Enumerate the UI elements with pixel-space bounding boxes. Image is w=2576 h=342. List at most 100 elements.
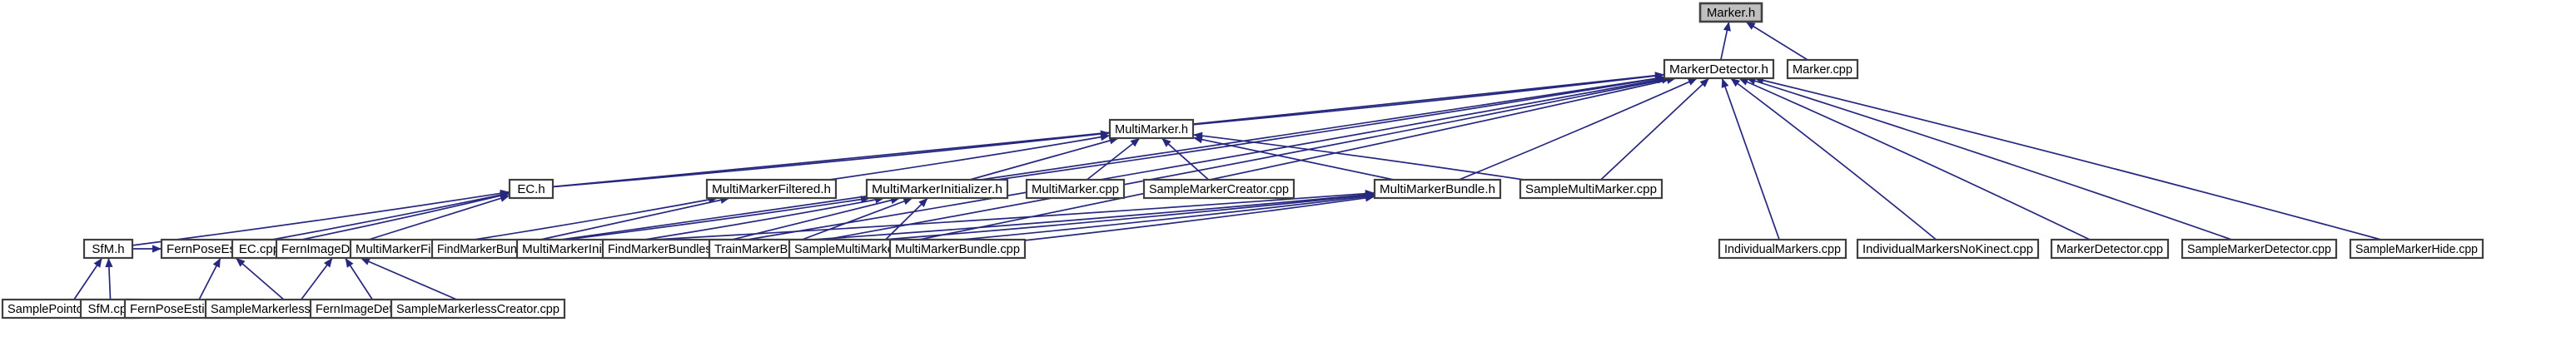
graph-edge (1729, 77, 1937, 240)
graph-edge (969, 137, 1119, 181)
graph-edge (1192, 133, 1524, 181)
graph-node[interactable]: Marker.cpp (1786, 58, 1859, 80)
edge-arrowhead (1745, 22, 1756, 30)
graph-node[interactable]: IndividualMarkers.cpp (1718, 238, 1847, 260)
edge-arrowhead (1746, 77, 1757, 85)
edge-arrowhead (1365, 194, 1375, 202)
graph-node[interactable]: SampleMultiMarker.cpp (1519, 178, 1663, 200)
graph-edge (1753, 77, 2382, 240)
graph-node[interactable]: EC.cpp (231, 238, 288, 260)
node-box[interactable] (1663, 58, 1775, 80)
edge-arrowhead (500, 195, 510, 202)
graph-edge (564, 197, 871, 240)
node-label: MultiMarker.cpp (1032, 182, 1119, 196)
node-box[interactable] (1519, 178, 1663, 200)
node-label: MultiMarkerInitializer.h (872, 182, 1002, 196)
node-box[interactable] (2349, 238, 2484, 260)
graph-node[interactable]: SfM.h (82, 238, 134, 260)
node-box[interactable] (2181, 238, 2338, 260)
graph-edge (997, 77, 1665, 181)
node-label: EC.h (517, 182, 545, 196)
graph-edge (235, 257, 285, 300)
graph-edge (787, 193, 1375, 242)
node-box[interactable] (1025, 178, 1126, 200)
graph-edge (552, 131, 1111, 188)
node-box[interactable] (1142, 178, 1295, 200)
node-label: SampleMarkerDetector.cpp (2187, 242, 2331, 256)
graph-edge (540, 197, 730, 240)
node-label: Marker.cpp (1793, 62, 1852, 77)
graph-node[interactable]: MultiMarkerInitializer.h (865, 178, 1009, 200)
graph-node[interactable]: MarkerDetector.h (1663, 58, 1775, 80)
node-label: MultiMarker.h (1115, 122, 1188, 136)
node-box[interactable] (1373, 178, 1502, 200)
edge-layer (73, 21, 2382, 300)
root-node-box[interactable] (1698, 2, 1763, 23)
graph-node[interactable]: SampleMarkerCreator.cpp (1142, 178, 1295, 200)
node-label: IndividualMarkersNoKinect.cpp (1862, 242, 2033, 256)
node-box[interactable] (82, 238, 134, 260)
graph-edge (271, 192, 510, 240)
graph-node[interactable]: MarkerDetector.cpp (2050, 238, 2170, 260)
node-label: SfM.h (92, 242, 124, 256)
graph-edge (474, 197, 719, 240)
node-label: SampleMarkerlessCreator.cpp (396, 302, 559, 316)
node-label: MultiMarkerBundle.cpp (895, 242, 1020, 256)
graph-node[interactable]: MultiMarkerFiltered.h (705, 178, 838, 200)
graph-edge (1600, 77, 1710, 181)
edge-arrowhead (1161, 138, 1171, 147)
edge-arrowhead (212, 258, 221, 268)
edge-arrowhead (1193, 131, 1203, 140)
node-label: MarkerDetector.h (1669, 62, 1768, 77)
node-box[interactable] (508, 178, 554, 200)
graph-node[interactable]: MultiMarkerBundle.h (1373, 178, 1502, 200)
node-box[interactable] (1108, 118, 1195, 140)
node-box[interactable] (705, 178, 838, 200)
edge-arrowhead (1699, 78, 1709, 87)
edge-arrowhead (1730, 78, 1741, 87)
graph-edge (1192, 136, 1395, 181)
graph-node[interactable]: IndividualMarkersNoKinect.cpp (1856, 238, 2040, 260)
edge-arrowhead (1738, 78, 1749, 86)
edge-arrowhead (1130, 138, 1141, 147)
graph-edge (360, 257, 457, 300)
graph-node[interactable]: SampleMarkerHide.cpp (2349, 238, 2484, 260)
graph-node[interactable]: MultiMarkerBundle.cpp (888, 238, 1027, 260)
node-box[interactable] (865, 178, 1009, 200)
node-label: SfM.cpp (87, 302, 133, 316)
edge-arrowhead (1687, 78, 1698, 86)
graph-node[interactable]: SampleMarkerDetector.cpp (2181, 238, 2338, 260)
node-box[interactable] (1856, 238, 2040, 260)
node-label: Marker.h (1707, 6, 1755, 20)
edge-arrowhead (1721, 78, 1729, 88)
edge-arrowhead (1100, 130, 1110, 138)
graph-edge (1024, 196, 1375, 241)
graph-edge (845, 194, 1375, 244)
edge-arrowhead (105, 258, 113, 268)
graph-node[interactable]: EC.h (508, 178, 554, 200)
graph-node[interactable]: SampleMarkerlessCreator.cpp (390, 298, 566, 320)
graph-edge (368, 195, 510, 240)
graph-edge (1745, 21, 1808, 61)
edge-arrowhead (918, 198, 928, 207)
edge-arrowhead (903, 197, 913, 206)
node-box[interactable] (1718, 238, 1847, 260)
edge-arrowhead (93, 258, 102, 268)
node-label: MultiMarkerFiltered.h (712, 182, 831, 196)
graph-node[interactable]: MultiMarker.cpp (1025, 178, 1126, 200)
node-label: SampleMarkerHide.cpp (2355, 242, 2478, 256)
node-box[interactable] (2050, 238, 2170, 260)
graph-edge (1458, 77, 1698, 181)
graph-node[interactable]: MultiMarker.h (1108, 118, 1195, 140)
graph-node[interactable]: Marker.h (1698, 2, 1763, 23)
graph-edge (1738, 77, 2091, 240)
node-box[interactable] (888, 238, 1027, 260)
graph-edge (552, 73, 1665, 188)
edge-arrowhead (323, 258, 333, 268)
node-box[interactable] (390, 298, 566, 320)
graph-edge (560, 76, 1665, 240)
node-box[interactable] (1786, 58, 1859, 80)
